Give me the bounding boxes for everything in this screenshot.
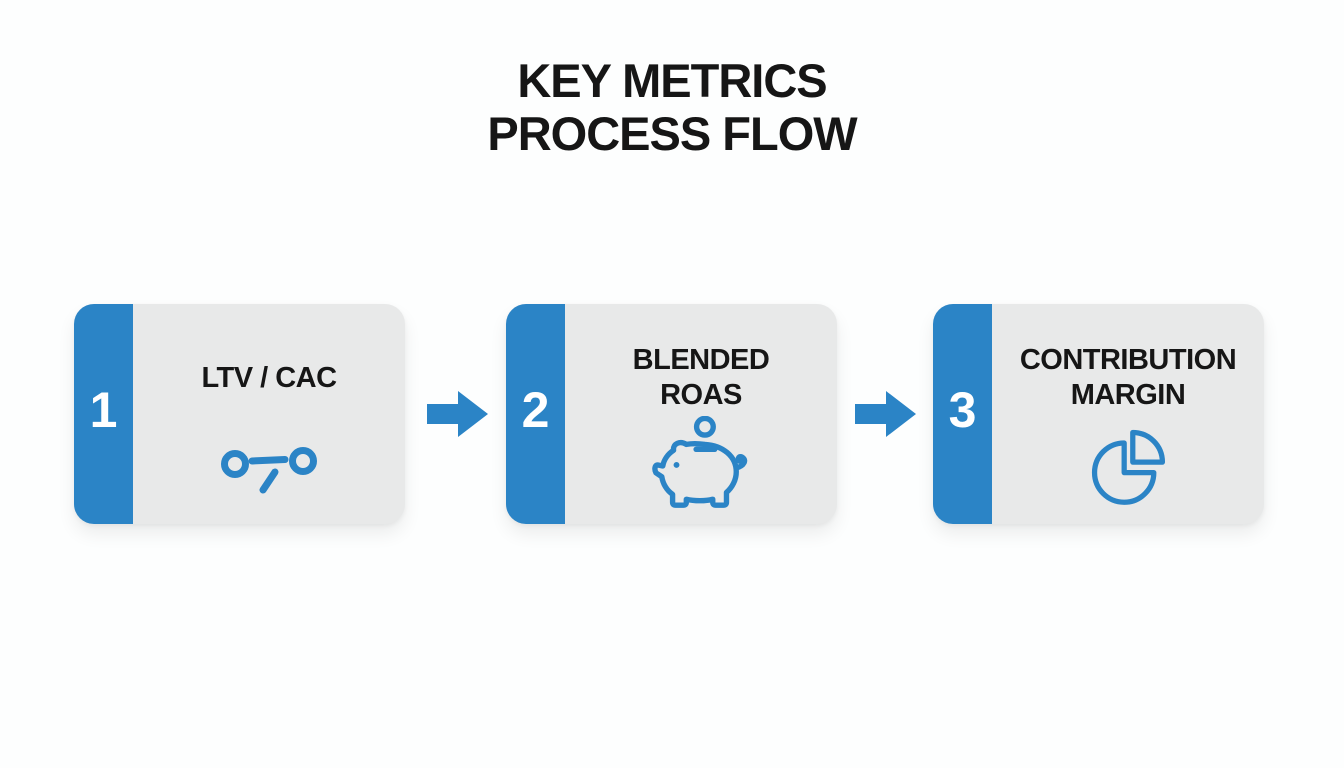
title-line-2: PROCESS FLOW (487, 107, 857, 160)
step-1-number-tab: 1 (74, 304, 133, 524)
step-card-3: 3 CONTRIBUTION MARGIN (933, 304, 1264, 524)
step-card-1: 1 LTV / CAC (74, 304, 405, 524)
step-1-label: LTV / CAC (201, 361, 337, 394)
page-title: KEY METRICS PROCESS FLOW (0, 54, 1344, 160)
arrow-right-icon (427, 386, 488, 442)
step-3-number: 3 (948, 382, 977, 438)
step-2-number-tab: 2 (506, 304, 565, 524)
step-2-label: BLENDED ROAS (632, 344, 770, 411)
step-3-label: CONTRIBUTION MARGIN (1019, 344, 1237, 411)
step-2-number: 2 (521, 382, 550, 438)
pie-chart-icon (1085, 416, 1171, 512)
step-1-body: LTV / CAC (133, 304, 405, 524)
step-card-2: 2 BLENDED ROAS (506, 304, 837, 524)
piggy-bank-icon (652, 416, 750, 512)
ratio-divide-icon (219, 416, 319, 512)
step-3-number-tab: 3 (933, 304, 992, 524)
step-1-number: 1 (89, 382, 118, 438)
step-2-body: BLENDED ROAS (565, 304, 837, 524)
title-line-1: KEY METRICS (517, 54, 827, 107)
step-3-body: CONTRIBUTION MARGIN (992, 304, 1264, 524)
arrow-right-icon (855, 386, 916, 442)
